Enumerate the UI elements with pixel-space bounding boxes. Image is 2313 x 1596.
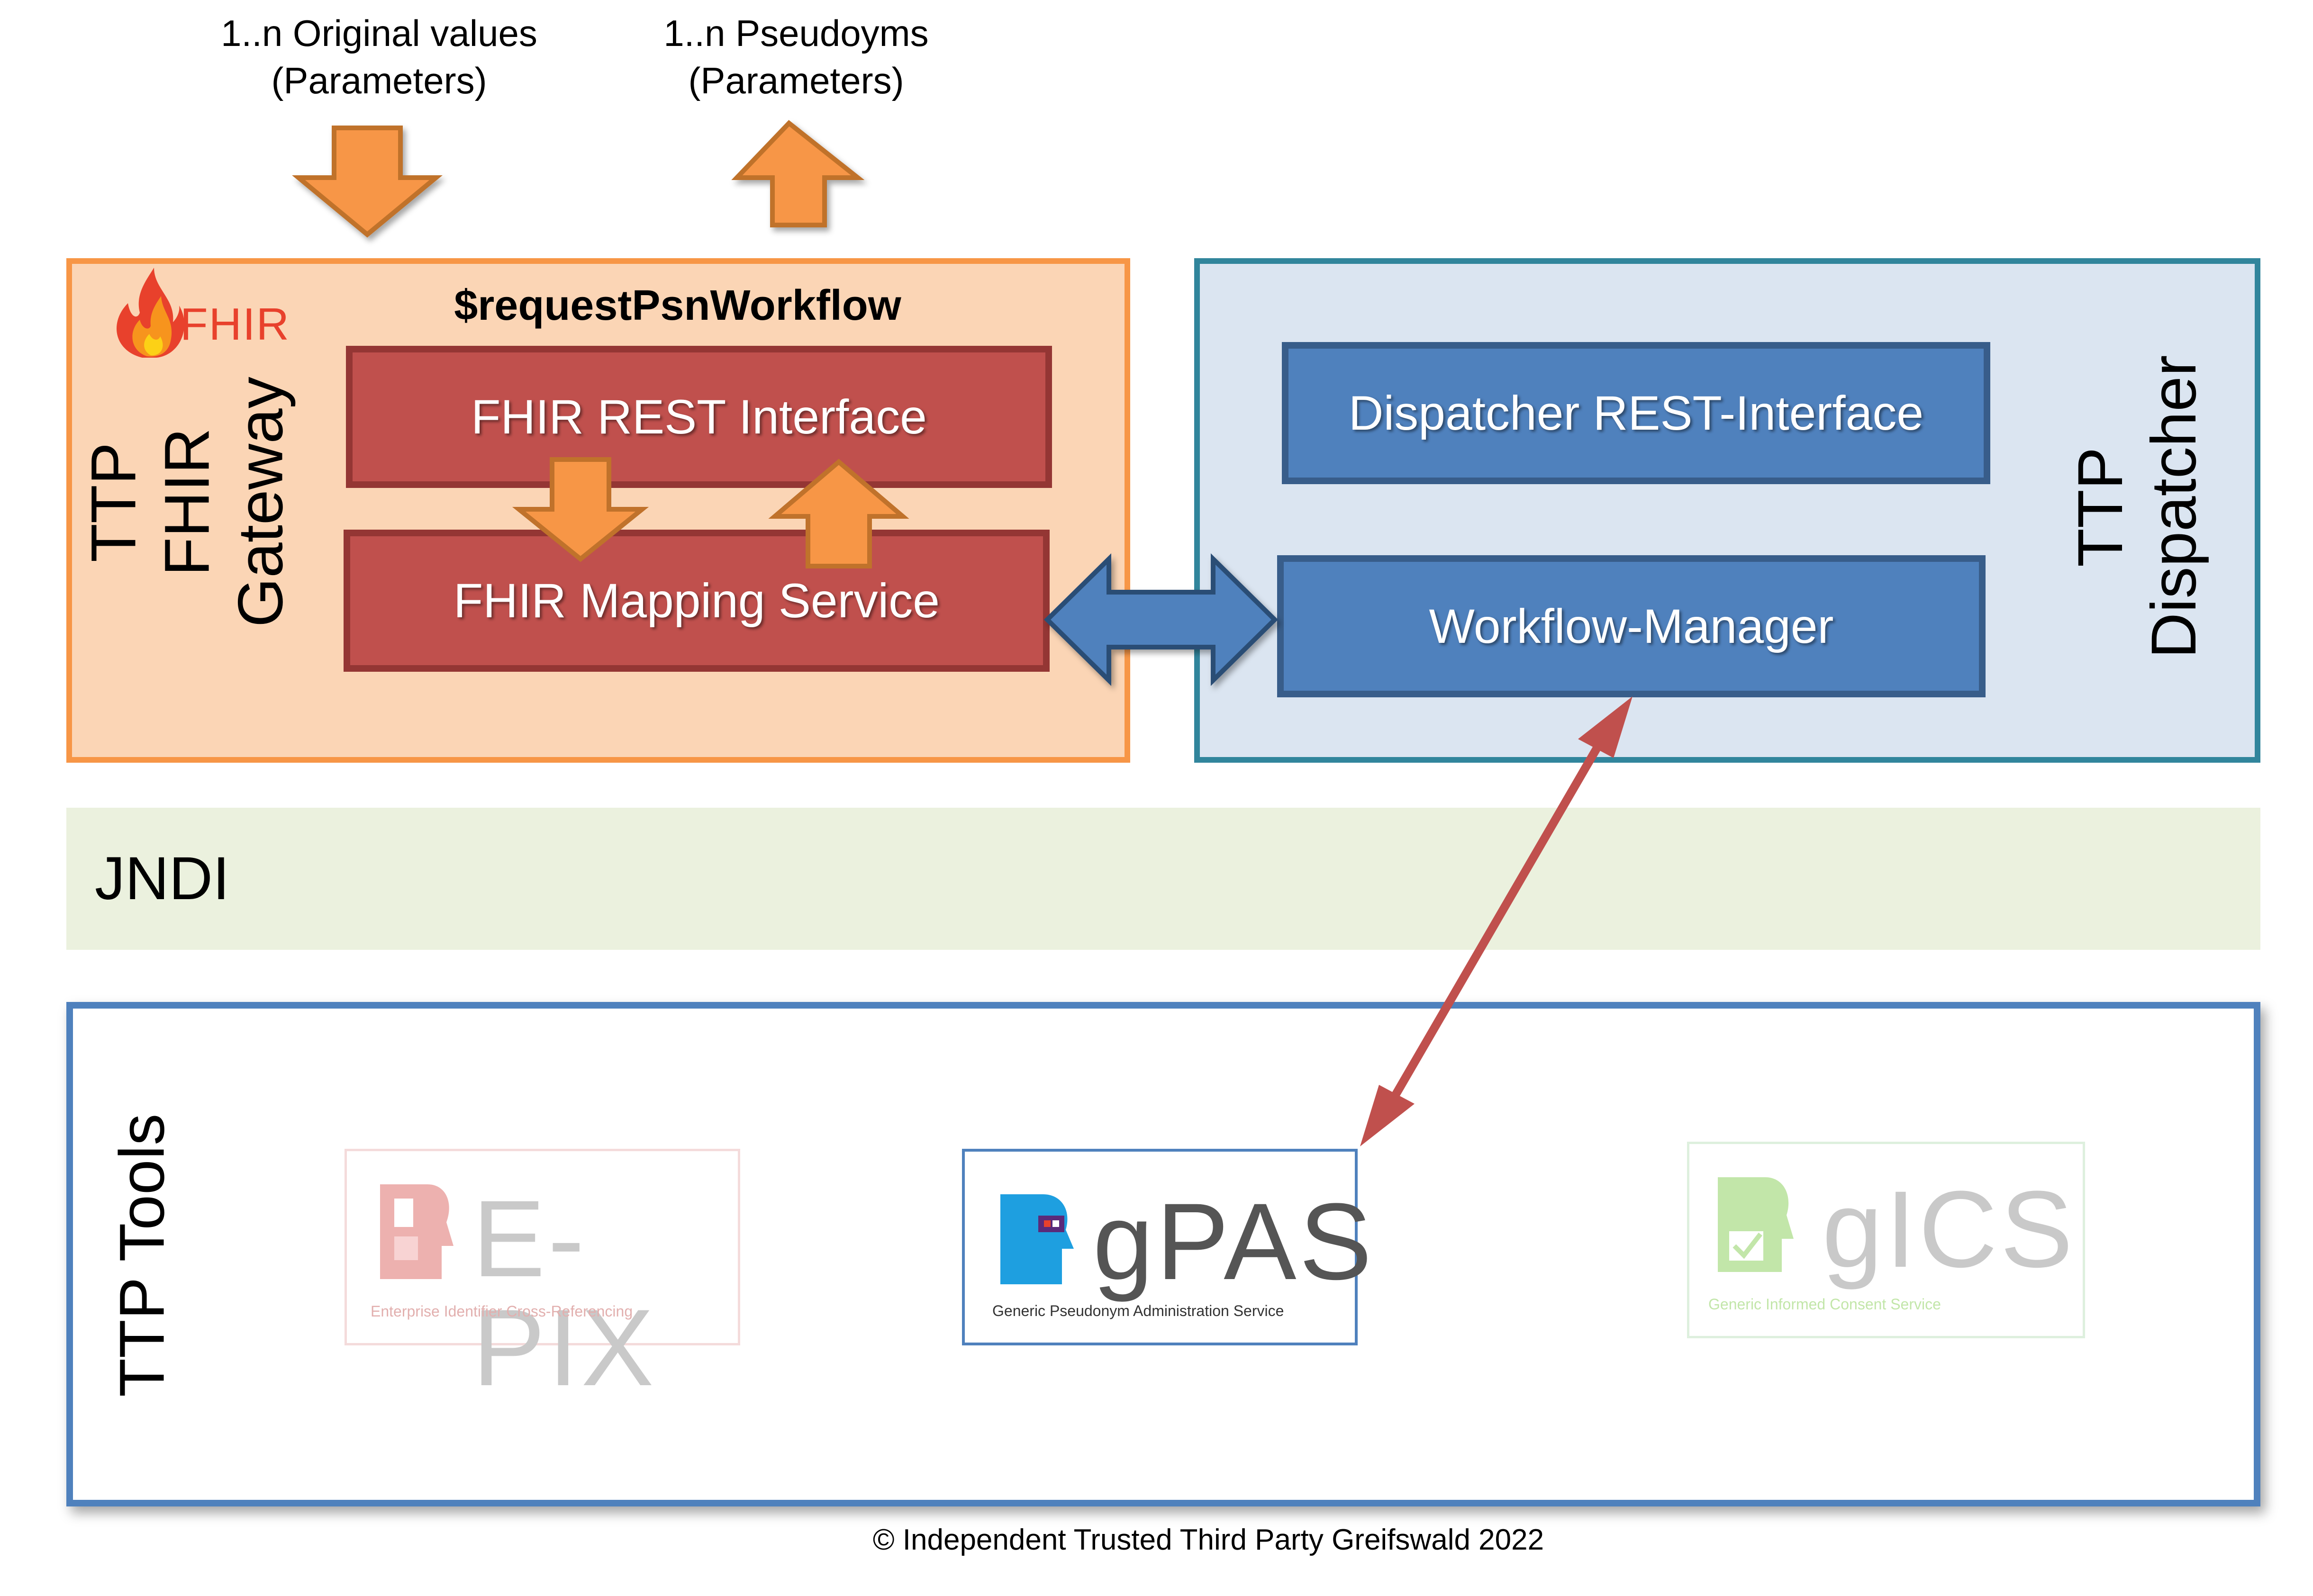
fhir-flame-icon <box>117 268 185 358</box>
gpas-subtitle: Generic Pseudonym Administration Service <box>992 1302 1284 1319</box>
input-parameters-label: 1..n Original values (Parameters) <box>221 12 537 101</box>
output-parameters-label: 1..n Pseudoyms (Parameters) <box>663 12 929 101</box>
fhir-logo-text: FHIR <box>180 299 290 350</box>
epix-logo-icon <box>380 1184 454 1279</box>
fhir-mapping-service: FHIR Mapping Service <box>344 530 1050 672</box>
gpas-name: gPAS <box>1093 1181 1375 1302</box>
operation-name: $requestPsnWorkflow <box>454 281 901 329</box>
epix-tool: E-PIX Enterprise Identifier Cross-Refere… <box>345 1149 740 1402</box>
gics-subtitle: Generic Informed Consent Service <box>1708 1296 1941 1313</box>
jndi-label: JNDI <box>95 845 230 912</box>
mapping-to-rest-arrow-icon <box>768 459 909 568</box>
rest-to-mapping-arrow-icon <box>512 457 649 562</box>
gpas-logo-icon <box>1000 1194 1074 1284</box>
fhir-gateway-container <box>66 258 1130 763</box>
copyright-footer: © Independent Trusted Third Party Greifs… <box>872 1523 1544 1556</box>
link-arrowhead-top-icon <box>1578 696 1633 758</box>
fhir-logo: FHIR <box>109 265 289 360</box>
workflow-manager: Workflow-Manager <box>1277 555 1986 697</box>
gpas-tool: gPAS Generic Pseudonym Administration Se… <box>962 1149 1372 1345</box>
epix-name: E-PIX <box>472 1178 657 1408</box>
gics-name: gICS <box>1822 1168 2076 1290</box>
gics-logo-icon <box>1718 1177 1794 1272</box>
link-arrowhead-bottom-icon <box>1360 1085 1415 1146</box>
output-arrow-icon <box>731 120 865 227</box>
jndi-layer <box>66 808 2260 950</box>
gateway-dispatcher-double-arrow-icon <box>1043 553 1279 686</box>
workflow-to-gpas-link-icon <box>1373 713 1620 1130</box>
input-arrow-icon <box>292 126 443 238</box>
dispatcher-rest-interface: Dispatcher REST-Interface <box>1282 342 1990 484</box>
gics-tool: gICS Generic Informed Consent Service <box>1687 1142 2085 1338</box>
epix-subtitle: Enterprise Identifier Cross-Referencing <box>371 1303 633 1320</box>
fhir-rest-interface: FHIR REST Interface <box>346 346 1052 488</box>
